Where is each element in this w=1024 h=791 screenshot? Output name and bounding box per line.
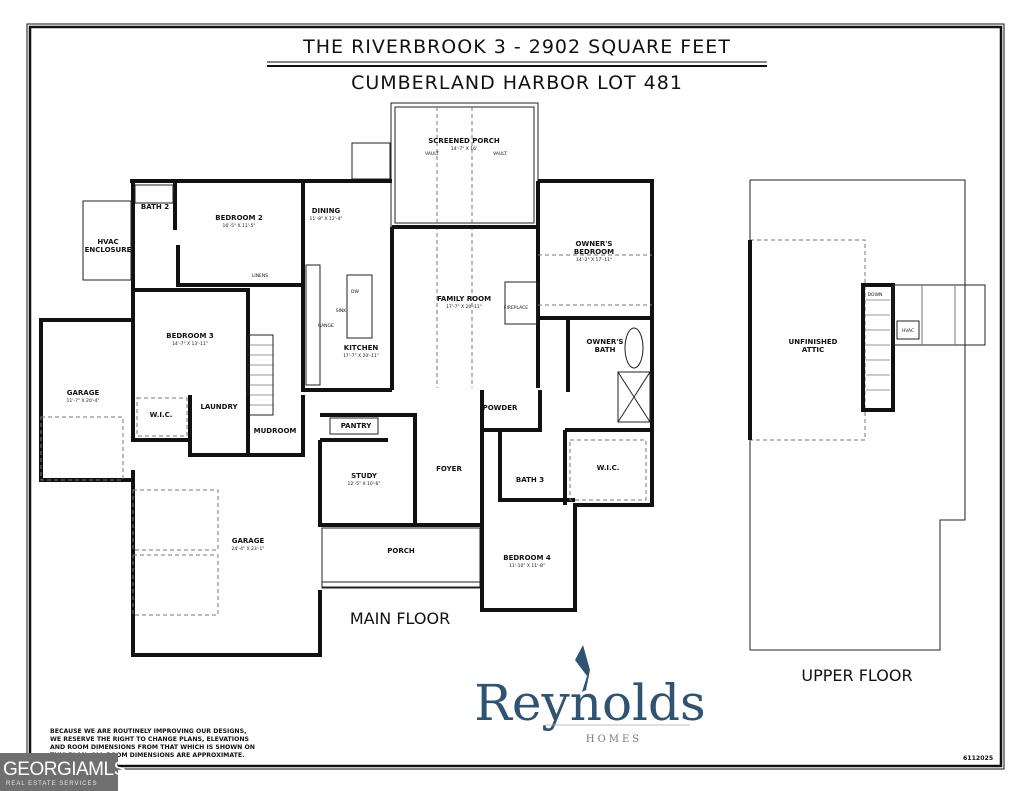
heron-icon: [575, 645, 590, 692]
upper-floor-plan: [748, 179, 986, 651]
room-dimensions: 12'-5" X 10'-6": [348, 481, 381, 487]
plan-subtitle: CUMBERLAND HARBOR LOT 481: [351, 72, 683, 94]
room-name: BATH 2: [141, 203, 169, 211]
room-name: ENCLOSURE: [85, 246, 132, 254]
small-annotations: VAULT VAULT LINENS FIREPLACE RANGE SINK …: [252, 151, 914, 334]
georgia-mls-watermark: GEORGIAMLS REAL ESTATE SERVICES: [0, 753, 126, 791]
room-name: GARAGE: [232, 537, 265, 545]
watermark-sub: REAL ESTATE SERVICES: [6, 781, 98, 787]
linens-label: LINENS: [252, 273, 268, 279]
room-name: OWNER'S: [587, 338, 624, 346]
vault-label: VAULT: [425, 151, 439, 157]
room-dimensions: 17'-7" X 20'-11": [343, 353, 379, 359]
room-name: BEDROOM 2: [215, 214, 263, 222]
room-name: PORCH: [387, 547, 415, 555]
room-name: SCREENED PORCH: [428, 137, 500, 145]
room-name: MUDROOM: [254, 427, 297, 435]
vault-label: VAULT: [493, 151, 507, 157]
disclaimer-line: WE RESERVE THE RIGHT TO CHANGE PLANS, EL…: [50, 736, 249, 743]
room-name: OWNER'S: [576, 240, 613, 248]
hvac-label: HVAC: [902, 328, 914, 334]
room-name: W.I.C.: [597, 464, 620, 472]
room-dimensions: 11'-7" X 20'-4": [67, 398, 100, 404]
room-dimensions: 14'-7" X 16': [451, 146, 477, 152]
room-dimensions: 14'-7" X 13'-11": [172, 341, 208, 347]
room-dimensions: 11'-8" X 12'-4": [310, 216, 343, 222]
plan-title: THE RIVERBROOK 3 - 2902 SQUARE FEET: [302, 36, 731, 58]
room-dimensions: 16'-5" X 11'-5": [223, 223, 256, 229]
room-name: ATTIC: [802, 346, 824, 354]
room-dimensions: 17'-7" X 20'-11": [446, 304, 482, 310]
fireplace-label: FIREPLACE: [504, 305, 528, 311]
room-name: FOYER: [436, 465, 462, 473]
room-name: POWDER: [483, 404, 518, 412]
disclaimer: BECAUSE WE ARE ROUTINELY IMPROVING OUR D…: [50, 728, 255, 759]
watermark-name: GEORGIAMLS: [3, 759, 126, 780]
room-name: BATH 3: [516, 476, 544, 484]
room-name: HVAC: [97, 238, 118, 246]
room-name: LAUNDRY: [200, 403, 238, 411]
room-dimensions: 11'-10" X 11'-8": [509, 563, 545, 569]
room-name: BATH: [595, 346, 616, 354]
disclaimer-line: THIS PLAN. ALL ROOM DIMENSIONS ARE APPRO…: [50, 752, 244, 759]
logo-brand: Reynolds: [474, 674, 705, 732]
range-label: RANGE: [318, 323, 334, 329]
room-name: UNFINISHED: [789, 338, 838, 346]
stair-down-label: DOWN: [868, 292, 883, 298]
room-name: DINING: [312, 207, 341, 215]
disclaimer-line: AND ROOM DIMENSIONS FROM THAT WHICH IS S…: [50, 744, 255, 751]
sheet-border-inner: [28, 25, 1003, 768]
main-floor-label: MAIN FLOOR: [350, 609, 450, 628]
disclaimer-line: BECAUSE WE ARE ROUTINELY IMPROVING OUR D…: [50, 728, 246, 735]
upper-floor-label: UPPER FLOOR: [801, 666, 912, 685]
room-name: BEDROOM 3: [166, 332, 214, 340]
sheet-border: [26, 23, 1005, 770]
room-name: W.I.C.: [150, 411, 173, 419]
room-name: BEDROOM 4: [503, 554, 551, 562]
room-name: KITCHEN: [344, 344, 379, 352]
dishwasher-label: DW: [351, 289, 359, 295]
room-name: STUDY: [351, 472, 378, 480]
room-dimensions: 24'-4" X 23'-1": [232, 546, 265, 552]
reynolds-homes-logo: Reynolds HOMES: [474, 645, 706, 745]
room-name: PANTRY: [341, 422, 373, 430]
room-name: GARAGE: [67, 389, 100, 397]
logo-sub: HOMES: [586, 734, 642, 745]
sink-label: SINK: [336, 308, 348, 314]
main-floor-plan: [39, 102, 654, 657]
room-name: BEDROOM: [574, 248, 614, 256]
room-dimensions: 14'-2" X 17'-11": [576, 257, 612, 263]
room-name: FAMILY ROOM: [437, 295, 491, 303]
date-code: 6112025: [963, 755, 993, 762]
